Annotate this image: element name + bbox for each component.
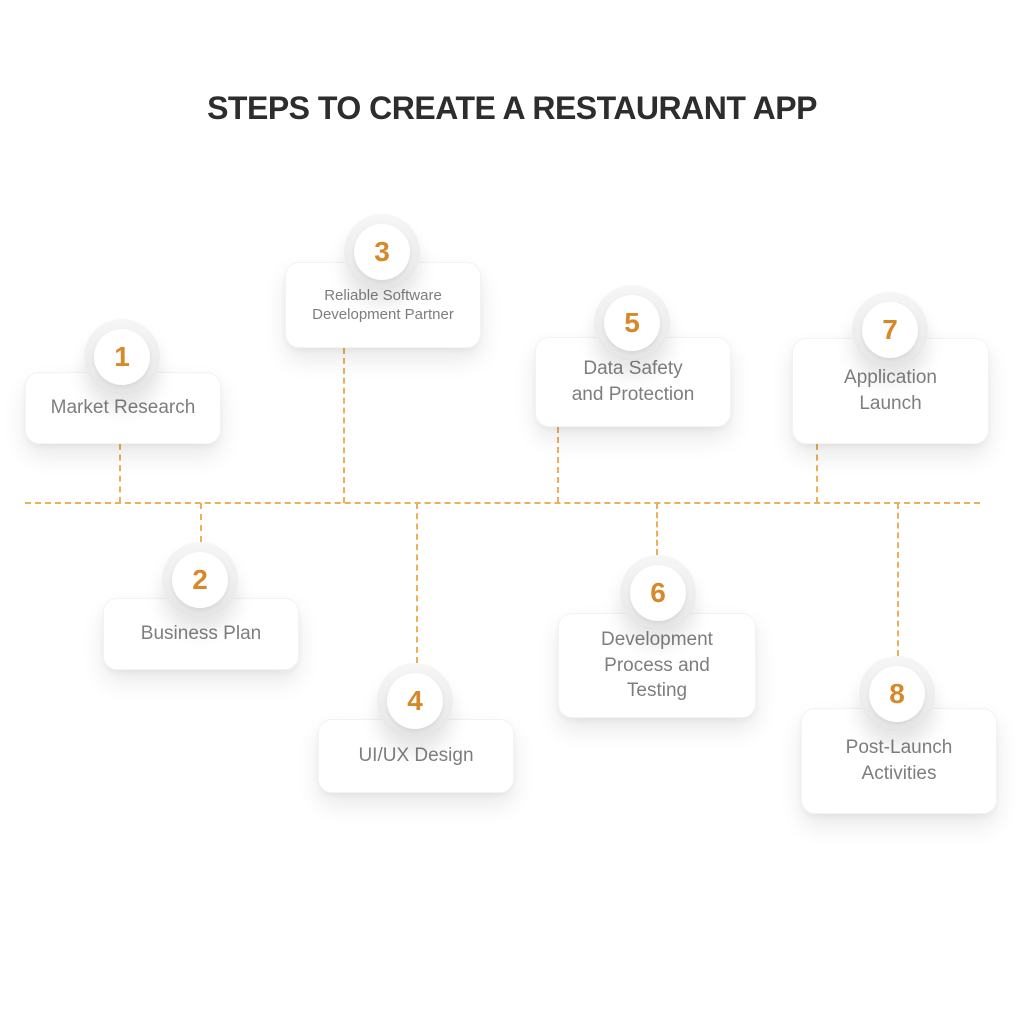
step-3-circle-badge: 3: [344, 214, 420, 290]
timeline-dashed-line: [25, 502, 980, 504]
step-1-circle-badge: 1: [84, 319, 160, 395]
step-1-label: Market Research: [50, 397, 196, 419]
step-6-circle-badge: 6: [620, 555, 696, 631]
connector-step-4: [416, 503, 418, 663]
step-7-number: 7: [882, 314, 898, 345]
step-4-circle-badge: 4: [377, 663, 453, 739]
connector-step-6: [656, 503, 658, 555]
step-2-number: 2: [192, 564, 208, 595]
step-8-circle-badge: 8: [859, 656, 935, 732]
step-3-number: 3: [374, 236, 390, 267]
step-1-number: 1: [114, 341, 130, 372]
step-8-number: 8: [889, 678, 905, 709]
step-5-number: 5: [624, 307, 640, 338]
step-5-label: Data Safety and Protection: [571, 358, 695, 405]
step-7-circle-badge: 7: [852, 292, 928, 368]
connector-step-5: [557, 427, 559, 503]
step-6-label: Development Process and Testing: [601, 629, 713, 702]
step-3-label: Reliable Software Development Partner: [312, 286, 454, 324]
connector-step-2: [200, 503, 202, 542]
step-5-card: Data Safety and Protection: [535, 337, 731, 427]
step-5-circle-badge: 5: [594, 285, 670, 361]
page-title: STEPS TO CREATE A RESTAURANT APP: [207, 90, 817, 126]
step-2-label: Business Plan: [140, 623, 262, 645]
step-6-card: Development Process and Testing: [558, 613, 756, 718]
step-8-label: Post-Launch Activities: [845, 737, 953, 784]
connector-step-7: [816, 444, 818, 503]
step-2-circle-badge: 2: [162, 542, 238, 618]
step-6-number: 6: [650, 577, 666, 608]
step-4-number: 4: [407, 685, 423, 716]
step-7-label: Application Launch: [844, 367, 937, 414]
connector-step-3: [343, 348, 345, 503]
connector-step-1: [119, 444, 121, 503]
step-4-label: UI/UX Design: [358, 745, 474, 767]
connector-step-8: [897, 503, 899, 656]
